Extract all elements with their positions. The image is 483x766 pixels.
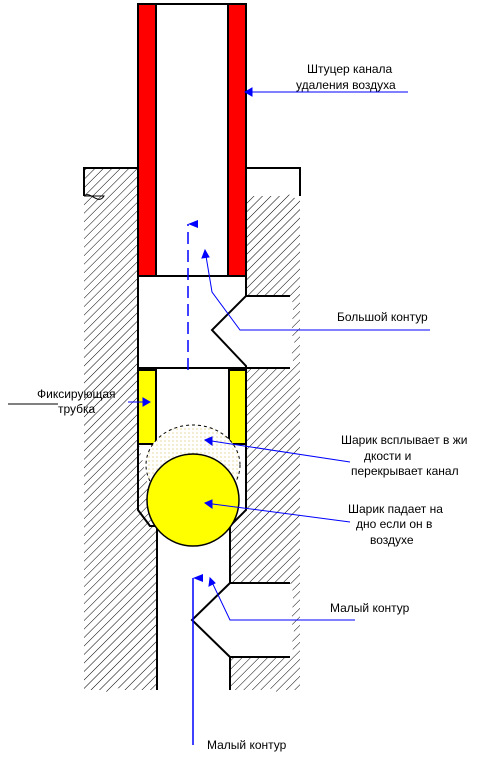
ball-floats-label-line2: дкости и	[364, 449, 411, 463]
ball	[146, 453, 240, 547]
ball-falls-label-line3: воздухе	[370, 533, 414, 547]
ball-floats-label-line1: Шарик всплывает в жи	[341, 433, 467, 447]
leader-lines	[128, 87, 430, 621]
fixing-tube	[137, 369, 247, 445]
flow-arrows	[187, 220, 203, 745]
small-circuit-right-label: Малый контур	[330, 601, 410, 615]
large-circuit-label: Большой контур	[337, 310, 428, 324]
fitting-label-line2: удаления воздуха	[296, 78, 396, 92]
small-circuit-wedge	[190, 582, 231, 658]
ball-falls-label-line2: дно если он в	[356, 517, 432, 531]
small-circuit-bottom-label: Малый контур	[207, 738, 287, 752]
fixing-tube-right	[228, 369, 247, 445]
air-removal-fitting	[137, 3, 247, 277]
fixing-tube-label-line1: Фиксирующая	[37, 387, 116, 401]
ball-falls-label-line1: Шарик падает на	[348, 502, 443, 516]
large-circuit-baffle	[137, 275, 247, 369]
ball-floats-label-line3: перекрывает канал	[351, 464, 459, 478]
fixing-tube-left	[137, 369, 157, 445]
housing-right-wall	[230, 168, 300, 693]
fitting-right-wall	[227, 3, 247, 277]
fixing-tube-label-line2: трубка	[58, 402, 96, 416]
fitting-left-wall	[137, 3, 157, 277]
fitting-label-line1: Штуцер канала	[307, 62, 393, 76]
fitting-bore	[155, 3, 229, 277]
housing-left-wall	[83, 168, 157, 693]
